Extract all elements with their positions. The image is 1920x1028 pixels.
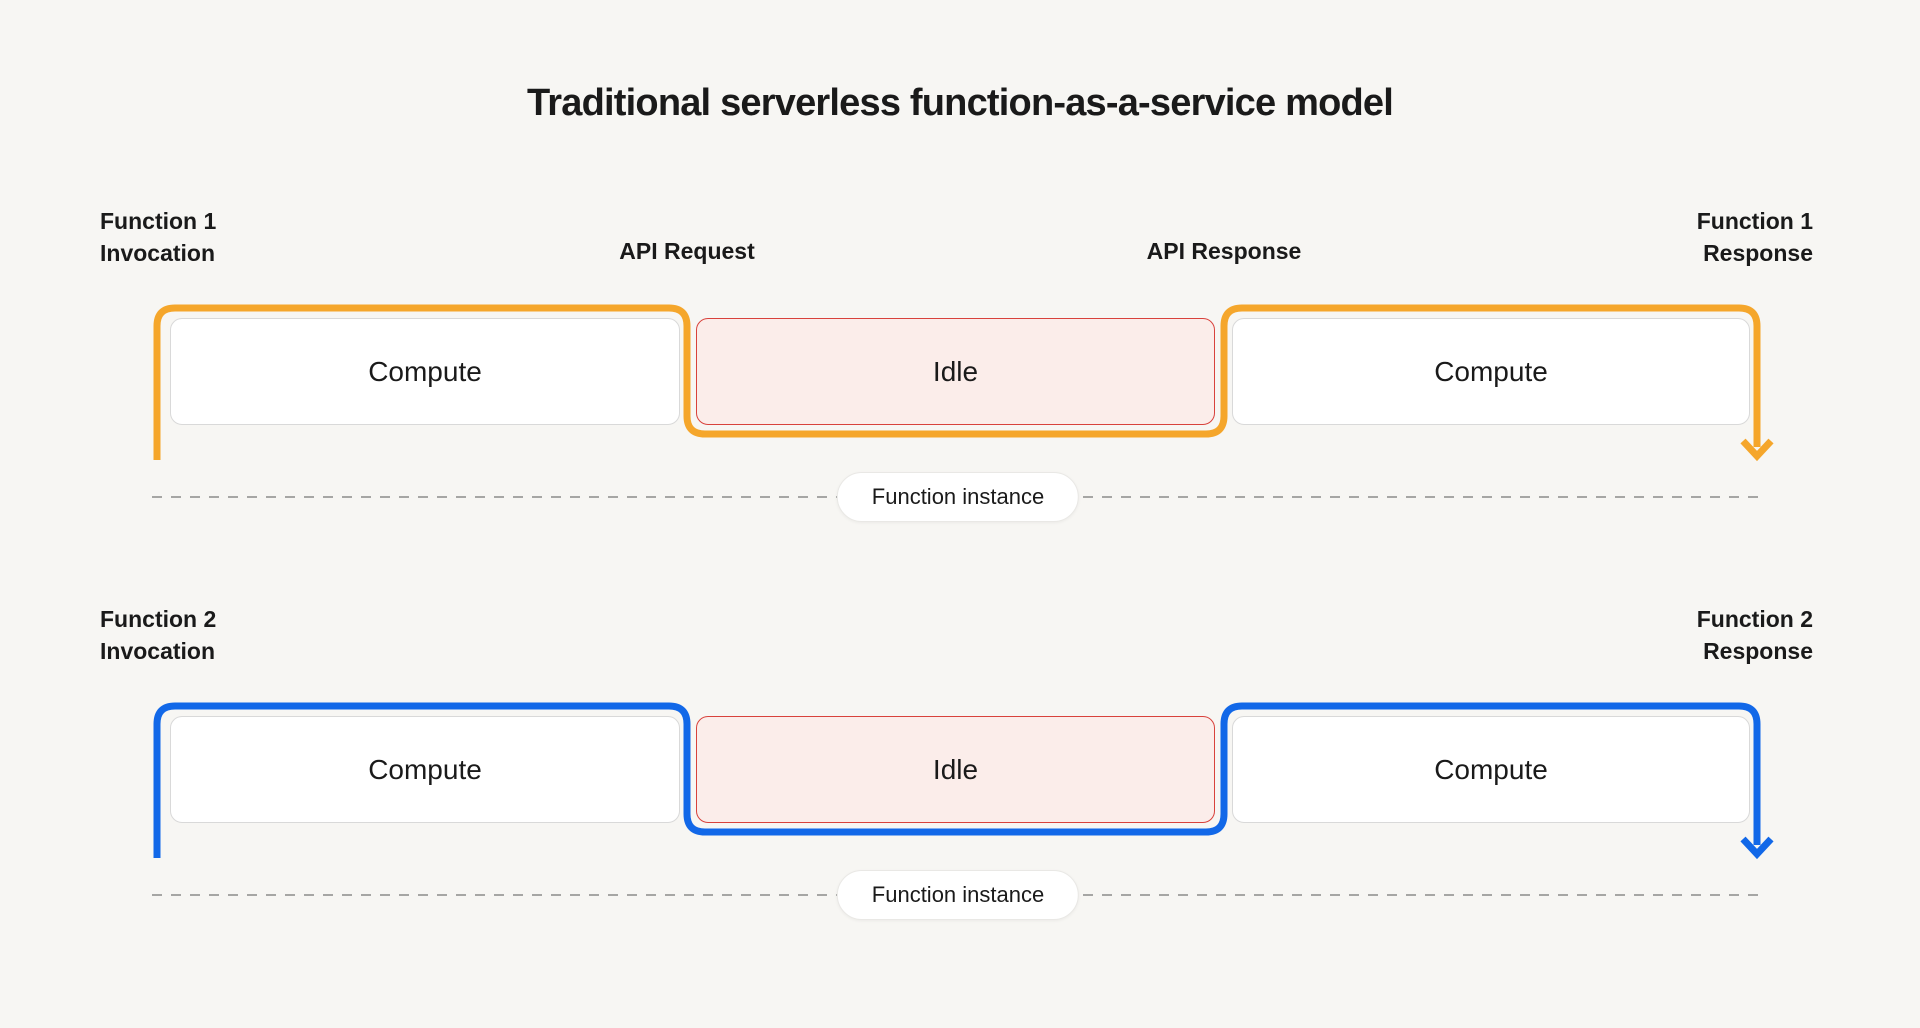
flow-arrowhead-icon	[1740, 438, 1774, 462]
compute-box: Compute	[1232, 318, 1750, 425]
compute-box: Compute	[1232, 716, 1750, 823]
invocation-text: Invocation	[100, 240, 216, 266]
response-text: Response	[1703, 638, 1813, 664]
function-name: Function 2	[1696, 606, 1813, 632]
flow-arrowhead-icon	[1740, 836, 1774, 860]
api-response-label: API Response	[1146, 238, 1302, 264]
response-label: Function 2 Response	[1697, 603, 1813, 667]
function-name: Function 1	[1696, 208, 1813, 234]
page-title: Traditional serverless function-as-a-ser…	[526, 82, 1394, 124]
compute-box: Compute	[170, 318, 680, 425]
function-instance-pill: Function instance	[836, 870, 1080, 920]
box-label: Idle	[932, 753, 979, 785]
idle-box: Idle	[696, 318, 1215, 425]
invocation-text: Invocation	[100, 638, 216, 664]
response-text: Response	[1703, 240, 1813, 266]
box-label: Compute	[368, 753, 482, 785]
invocation-label: Function 2 Invocation	[100, 603, 216, 667]
compute-box: Compute	[170, 716, 680, 823]
api-request-label: API Request	[619, 238, 755, 264]
function-instance-pill: Function instance	[836, 472, 1080, 522]
function-name: Function 2	[100, 606, 217, 632]
box-label: Idle	[932, 355, 979, 387]
idle-box: Idle	[696, 716, 1215, 823]
box-label: Compute	[1434, 753, 1548, 785]
response-label: Function 1 Response	[1697, 205, 1813, 269]
box-label: Compute	[368, 355, 482, 387]
box-label: Compute	[1434, 355, 1548, 387]
function-name: Function 1	[100, 208, 217, 234]
invocation-label: Function 1 Invocation	[100, 205, 216, 269]
